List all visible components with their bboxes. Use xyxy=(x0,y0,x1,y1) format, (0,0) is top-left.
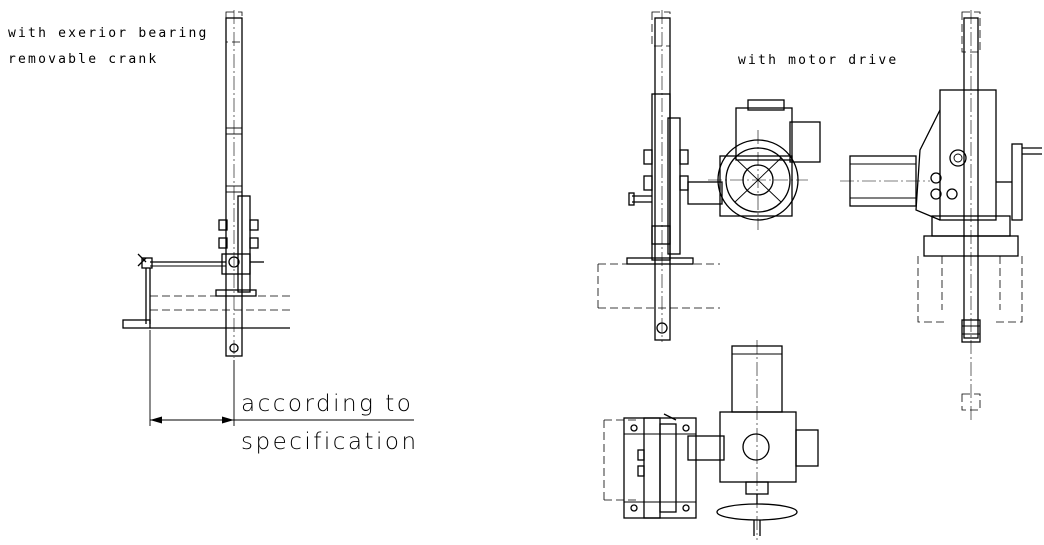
label-removable-crank: removable crank xyxy=(8,52,158,67)
label-specification: specification xyxy=(241,429,419,455)
view-motor-drive-side xyxy=(597,10,821,342)
label-according-to: according to xyxy=(241,391,413,417)
view-exterior-bearing xyxy=(122,10,414,426)
view-motor-drive-top xyxy=(603,340,819,540)
view-motor-drive-front xyxy=(840,10,1042,420)
label-motor-drive: with motor drive xyxy=(738,53,898,68)
label-exterior-bearing: with exerior bearing xyxy=(8,26,209,41)
